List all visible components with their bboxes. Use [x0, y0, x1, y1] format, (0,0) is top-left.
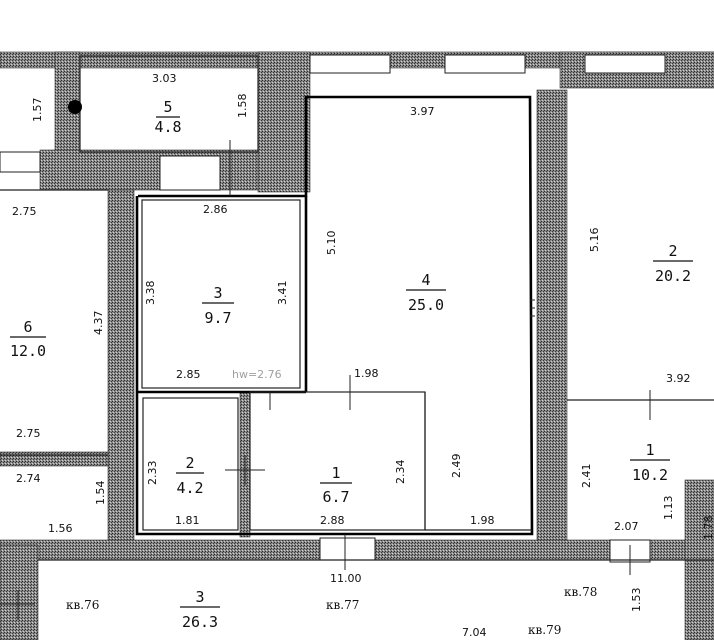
apartment-labels: кв.76 кв.77 кв.78 кв.79: [66, 585, 597, 637]
room-label-r3-main: 3 9.7: [202, 284, 234, 327]
dim-3-92: 3.92: [666, 372, 691, 385]
room-area: 25.0: [408, 296, 444, 314]
room-area: 20.2: [655, 267, 691, 285]
dim-1-81: 1.81: [175, 514, 200, 527]
wall-right-vertical: [536, 89, 568, 551]
dimension-labels: 3.03 1.57 1.58 3.97 2.75 2.86 5.10 5.16 …: [12, 72, 714, 639]
room-area: 12.0: [10, 342, 46, 360]
dim-2-75-top: 2.75: [12, 205, 37, 218]
apt-label-79: кв.79: [528, 623, 561, 637]
dim-3-97: 3.97: [410, 105, 435, 118]
dim-2-34: 2.34: [394, 460, 407, 485]
room-number: 4: [421, 271, 430, 289]
dim-2-41: 2.41: [580, 464, 593, 489]
window-top-2: [444, 54, 526, 74]
dim-1-98-top: 1.98: [354, 367, 379, 380]
room-number: 5: [163, 98, 172, 116]
room-label-r3-bottom: 3 26.3: [180, 588, 220, 631]
dim-3-41: 3.41: [276, 281, 289, 306]
dim-1-54: 1.54: [94, 481, 107, 506]
room-label-r4-main: 4 25.0: [406, 271, 446, 314]
cross-ticks: [0, 140, 670, 620]
dim-2-74: 2.74: [16, 472, 41, 485]
radiator-marks: [530, 299, 535, 317]
wall-left-block: [0, 451, 109, 467]
room-number: 6: [23, 318, 32, 336]
dim-2-75-bottom: 2.75: [16, 427, 41, 440]
wall-center-column: [257, 51, 311, 193]
dim-3-03: 3.03: [152, 72, 177, 85]
room-area: 4.8: [154, 118, 181, 136]
room-label-r5-top: 5 4.8: [154, 98, 181, 136]
apt-label-78: кв.78: [564, 585, 597, 599]
room-area: 4.2: [176, 479, 203, 497]
dim-2-33: 2.33: [146, 461, 159, 486]
dim-1-98-bottom: 1.98: [470, 514, 495, 527]
dim-7-04: 7.04: [462, 626, 487, 639]
room-label-r6-left: 6 12.0: [10, 318, 46, 360]
apt-label-76: кв.76: [66, 598, 99, 612]
dim-3-38: 3.38: [144, 281, 157, 306]
windows: [0, 54, 666, 563]
dim-4-37: 4.37: [92, 311, 105, 336]
dim-1-13: 1.13: [662, 496, 675, 521]
dim-2-07: 2.07: [614, 520, 639, 533]
window-top-room5: [159, 155, 221, 191]
window-top-3: [584, 54, 666, 74]
window-left-1: [0, 151, 41, 173]
dim-1-56: 1.56: [48, 522, 73, 535]
room-number: 1: [331, 464, 340, 482]
room-number: 2: [185, 454, 194, 472]
dim-5-16: 5.16: [588, 228, 601, 253]
dim-11-00: 11.00: [330, 572, 362, 585]
room-area: 9.7: [204, 309, 231, 327]
black-dot-marker: [68, 100, 82, 114]
dim-1-78: 1.78: [702, 516, 714, 541]
room-area: 26.3: [182, 613, 218, 631]
room-2-bath-box: [142, 397, 239, 531]
dim-1-53: 1.53: [630, 588, 643, 613]
faint-label: hw=2.76: [232, 368, 282, 381]
room-label-r1-right: 1 10.2: [630, 441, 670, 484]
room-number: 1: [645, 441, 654, 459]
room-area: 10.2: [632, 466, 668, 484]
room-label-r2-right: 2 20.2: [653, 242, 693, 285]
wall-left-vertical: [107, 189, 135, 555]
window-bottom-1: [319, 537, 376, 561]
room-3-box: [141, 199, 301, 389]
dim-2-49: 2.49: [450, 454, 463, 479]
room-number: 2: [668, 242, 677, 260]
room-lines: [0, 55, 714, 561]
apt-label-77: кв.77: [326, 598, 359, 612]
room-area: 6.7: [322, 488, 349, 506]
walls: [0, 51, 714, 640]
room-label-r2-bath: 2 4.2: [176, 454, 204, 497]
wall-bottom-left: [0, 544, 39, 640]
dim-5-10: 5.10: [325, 231, 338, 256]
wall-room5-bottom: [39, 149, 266, 191]
dim-1-57: 1.57: [31, 98, 44, 123]
room-number: 3: [195, 588, 204, 606]
dim-1-58: 1.58: [236, 94, 249, 119]
dim-2-85: 2.85: [176, 368, 201, 381]
room-label-r1-hall: 1 6.7: [320, 464, 352, 506]
dim-2-86: 2.86: [203, 203, 228, 216]
room-number: 3: [213, 284, 222, 302]
window-top-1: [309, 54, 391, 74]
dim-2-88: 2.88: [320, 514, 345, 527]
